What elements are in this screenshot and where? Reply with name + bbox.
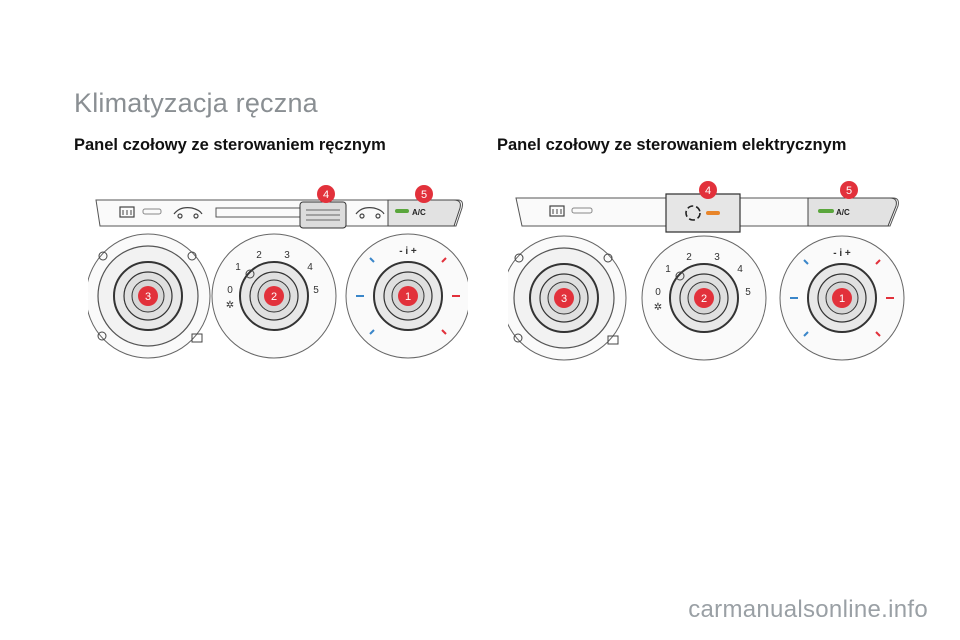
- callout-2: 2: [701, 293, 707, 305]
- callout-5: 5: [421, 189, 427, 201]
- air-intake-slider: [299, 201, 347, 229]
- callout-4: 4: [705, 185, 711, 197]
- ac-led: [818, 209, 834, 213]
- recirculation-icon: [685, 205, 701, 221]
- indicator-slot: [142, 208, 162, 215]
- manual-control-panel-diagram: A/C 4 5 3 2 1: [88, 178, 468, 378]
- fan-icon: ✲: [226, 300, 234, 311]
- callout-1: 1: [839, 293, 845, 305]
- ac-label: A/C: [836, 208, 850, 217]
- callout-3: 3: [561, 293, 567, 305]
- air-distribution-dial: [508, 235, 627, 361]
- upper-control-bar: [95, 199, 463, 227]
- fan-mark-0: 0: [655, 287, 661, 298]
- fan-mark-2: 2: [686, 252, 692, 263]
- fan-mark-1: 1: [235, 262, 241, 273]
- rear-defrost-icon: [119, 206, 135, 218]
- temp-marker: - i +: [399, 246, 417, 257]
- electric-control-panel-diagram: A/C 4 5 3 2 1 2: [508, 178, 908, 378]
- fan-mark-4: 4: [737, 264, 743, 275]
- fan-speed-dial: [641, 235, 767, 361]
- fan-mark-3: 3: [284, 250, 290, 261]
- temperature-dial: [345, 233, 468, 359]
- fan-mark-0: 0: [227, 285, 233, 296]
- callout-3: 3: [145, 291, 151, 303]
- rear-defrost-icon: [549, 205, 565, 217]
- fan-speed-dial: [211, 233, 337, 359]
- subtitle-electric: Panel czołowy ze sterowaniem elektryczny…: [497, 136, 847, 154]
- callout-5: 5: [846, 185, 852, 197]
- temp-marker: - i +: [833, 248, 851, 259]
- fan-mark-2: 2: [256, 250, 262, 261]
- ac-button: [807, 197, 897, 227]
- callout-2: 2: [271, 291, 277, 303]
- watermark: carmanualsonline.info: [688, 596, 928, 623]
- fan-mark-5: 5: [745, 287, 751, 298]
- fan-mark-1: 1: [665, 264, 671, 275]
- subtitle-manual: Panel czołowy ze sterowaniem ręcznym: [74, 136, 386, 154]
- recirculation-car-icon: [173, 207, 203, 219]
- air-distribution-dial: [88, 233, 211, 359]
- recirculation-led: [706, 211, 720, 215]
- fan-mark-3: 3: [714, 252, 720, 263]
- recirculation-button: [665, 193, 741, 233]
- fan-icon: ✲: [654, 302, 662, 313]
- callout-1: 1: [405, 291, 411, 303]
- ac-label: A/C: [412, 208, 426, 217]
- temperature-dial: [779, 235, 905, 361]
- ac-button: [387, 199, 461, 227]
- page-title: Klimatyzacja ręczna: [74, 88, 318, 118]
- indicator-slot: [571, 207, 593, 214]
- fresh-air-car-icon: [355, 207, 385, 219]
- fan-mark-4: 4: [307, 262, 313, 273]
- callout-4: 4: [323, 189, 329, 201]
- fan-mark-5: 5: [313, 285, 319, 296]
- ac-led: [395, 209, 409, 213]
